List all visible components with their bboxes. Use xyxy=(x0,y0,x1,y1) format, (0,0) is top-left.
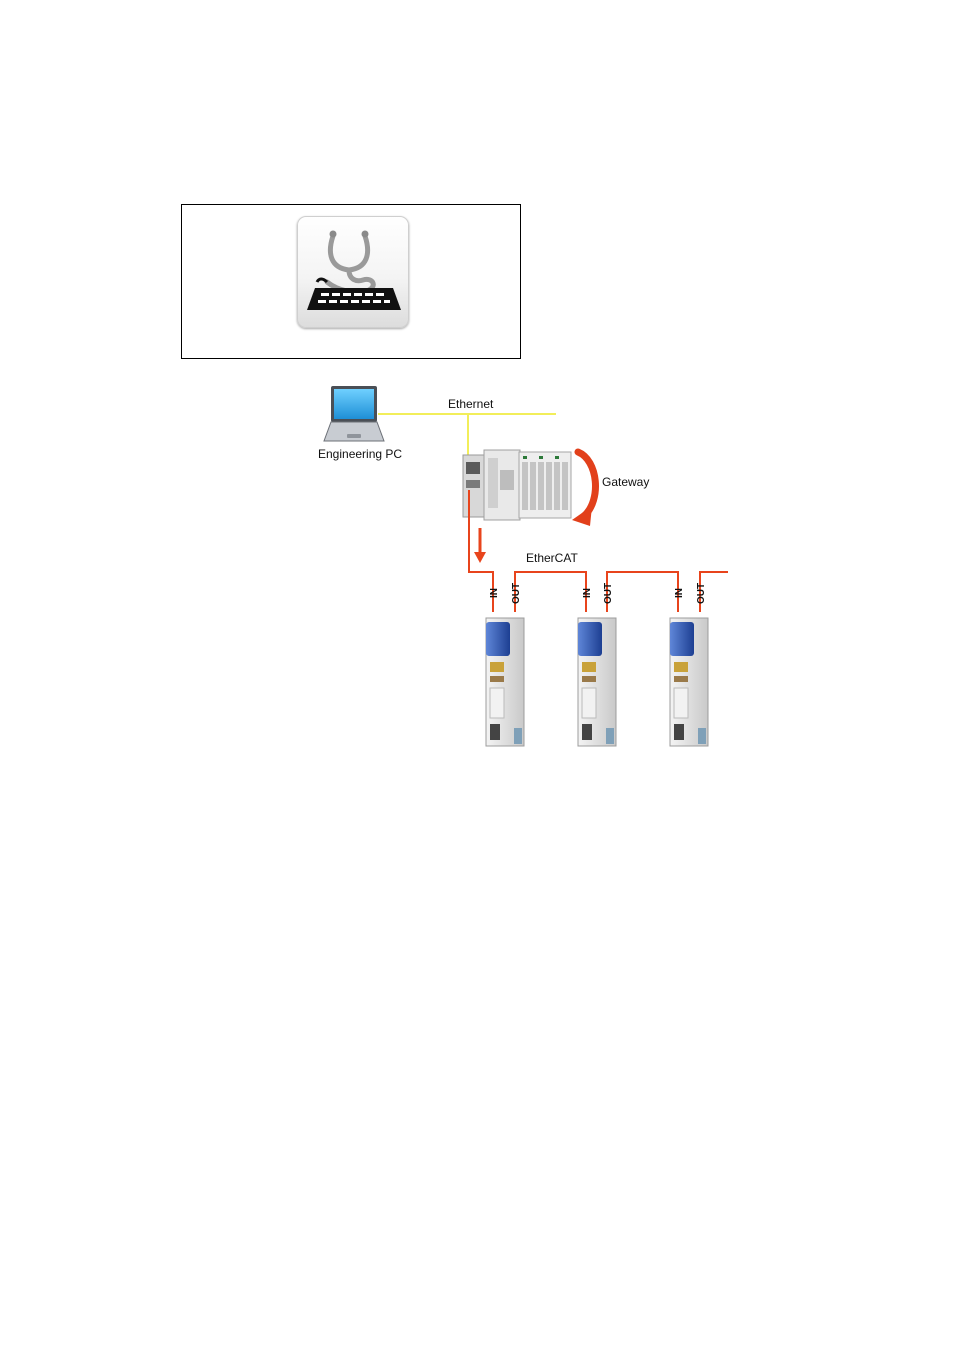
ethercat-label: EtherCAT xyxy=(526,551,578,565)
drive2-in-port-label: IN xyxy=(582,588,593,598)
drive-module-1 xyxy=(486,618,524,746)
ethercat-direction-arrow xyxy=(474,528,486,563)
engineering-pc-label: Engineering PC xyxy=(318,447,402,461)
network-diagram: Ethernet Engineering PC Gateway xyxy=(0,0,954,800)
gateway-arrow-icon xyxy=(572,452,595,526)
controller-device xyxy=(463,450,571,520)
drive3-in-port-label: IN xyxy=(674,588,685,598)
drive2-out-port-label: OUT xyxy=(603,583,614,604)
drive1-in-port-label: IN xyxy=(489,588,500,598)
gateway-label: Gateway xyxy=(602,475,649,489)
laptop-icon xyxy=(324,386,384,441)
drive-module-3 xyxy=(670,618,708,746)
ethernet-label: Ethernet xyxy=(448,397,494,411)
drive1-out-port-label: OUT xyxy=(511,583,522,604)
drive3-out-port-label: OUT xyxy=(696,583,707,604)
drive-module-2 xyxy=(578,618,616,746)
